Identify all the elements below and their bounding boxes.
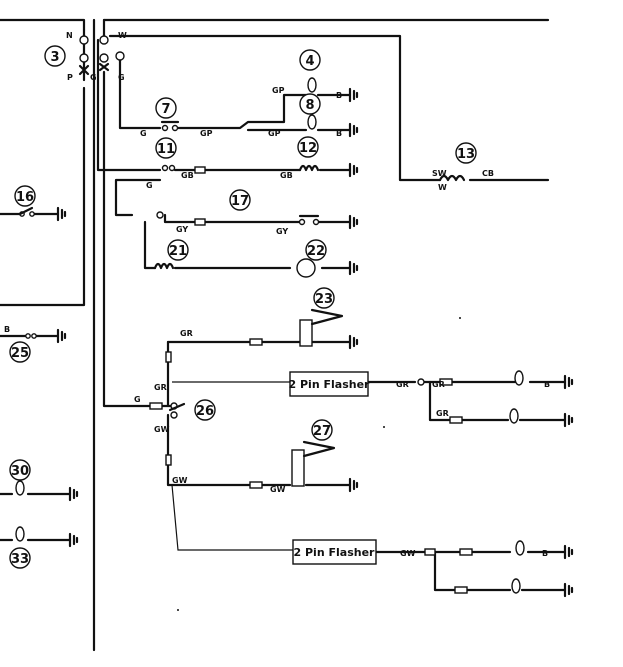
svg-text:W: W (438, 183, 447, 192)
wire-colour-labels: N W P G G GP B G GP GP B G GB GB SW W CB… (4, 31, 550, 558)
svg-text:GP: GP (272, 86, 285, 95)
svg-text:GP: GP (200, 129, 213, 138)
svg-text:SW: SW (432, 169, 447, 178)
svg-text:GB: GB (181, 171, 194, 180)
svg-text:B: B (4, 325, 10, 334)
svg-text:GB: GB (280, 171, 293, 180)
svg-text:GW: GW (270, 485, 286, 494)
component-8: 8 (299, 93, 321, 115)
svg-text:11: 11 (157, 142, 175, 157)
svg-text:3: 3 (50, 50, 59, 65)
svg-text:G: G (118, 73, 125, 82)
svg-text:30: 30 (11, 464, 29, 479)
component-12: 12 (297, 136, 319, 158)
earth-symbols (56, 87, 574, 598)
component-23: 23 (313, 287, 335, 309)
svg-text:GR: GR (180, 329, 193, 338)
component-11: 11 (155, 137, 177, 159)
svg-text:G: G (90, 73, 97, 82)
svg-text:GY: GY (276, 227, 288, 236)
flasher-unit-2: 2 Pin Flasher (292, 539, 377, 565)
svg-text:GW: GW (172, 476, 188, 485)
svg-text:G: G (140, 129, 147, 138)
svg-text:12: 12 (299, 141, 317, 156)
svg-text:2 Pin Flasher: 2 Pin Flasher (294, 546, 376, 559)
component-4: 4 (299, 49, 321, 71)
component-13: 13 (455, 142, 477, 164)
svg-text:17: 17 (231, 194, 249, 209)
svg-text:CB: CB (482, 169, 494, 178)
svg-text:B: B (336, 91, 342, 100)
svg-text:25: 25 (11, 346, 29, 361)
svg-text:W: W (118, 31, 127, 40)
component-25: 25 (9, 341, 31, 363)
svg-text:16: 16 (16, 190, 34, 205)
component-33: 33 (9, 547, 31, 569)
component-16: 16 (14, 185, 36, 207)
svg-text:GW: GW (154, 425, 170, 434)
component-7: 7 (155, 97, 177, 119)
svg-text:GP: GP (268, 129, 281, 138)
svg-text:33: 33 (11, 552, 29, 567)
component-3: 3 (44, 45, 66, 67)
svg-text:2 Pin Flasher: 2 Pin Flasher (289, 378, 371, 391)
flasher-unit-1: 2 Pin Flasher (289, 371, 371, 397)
svg-text:21: 21 (169, 244, 187, 259)
svg-text:GR: GR (396, 380, 409, 389)
svg-text:GR: GR (432, 380, 445, 389)
svg-text:B: B (336, 129, 342, 138)
svg-text:GW: GW (400, 549, 416, 558)
svg-text:4: 4 (305, 54, 314, 69)
svg-text:22: 22 (307, 244, 325, 259)
svg-text:GR: GR (154, 383, 167, 392)
svg-text:7: 7 (161, 102, 170, 117)
svg-text:B: B (542, 549, 548, 558)
svg-text:GR: GR (436, 409, 449, 418)
svg-text:27: 27 (313, 424, 331, 439)
component-30: 30 (9, 459, 31, 481)
component-17: 17 (229, 189, 251, 211)
svg-text:G: G (134, 395, 141, 404)
svg-text:13: 13 (457, 147, 475, 162)
component-26: 26 (194, 399, 216, 421)
component-markers: 3 4 7 8 11 12 13 16 17 21 22 23 25 26 27… (9, 45, 477, 569)
component-27: 27 (311, 419, 333, 441)
svg-text:GY: GY (176, 225, 188, 234)
component-22: 22 (305, 239, 327, 261)
switch-symbols (15, 77, 525, 594)
svg-text:8: 8 (305, 98, 314, 113)
svg-text:23: 23 (315, 292, 333, 307)
svg-text:G: G (146, 181, 153, 190)
svg-text:P: P (67, 73, 73, 82)
component-21: 21 (167, 239, 189, 261)
svg-text:N: N (66, 31, 73, 40)
wiring-harness (0, 18, 567, 652)
harness-connectors (78, 35, 125, 76)
svg-text:26: 26 (196, 404, 214, 419)
svg-text:B: B (544, 380, 550, 389)
